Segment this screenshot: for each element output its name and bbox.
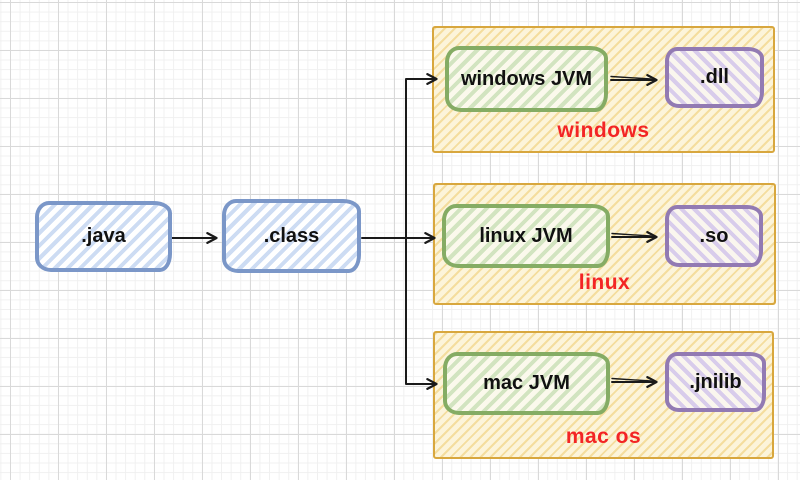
node-dll-label: .dll [700,66,729,88]
node-linux-jvm-label: linux JVM [479,224,573,247]
node-mac-jvm: mac JVM [443,352,610,415]
node-dll-file: .dll [665,47,764,108]
group-label-mac-os: mac os [565,425,642,448]
node-class-label: .class [263,224,320,247]
node-mac-jvm-label: mac JVM [483,372,570,394]
node-so-file: .so [665,205,763,267]
node-linux-jvm: linux JVM [442,204,610,268]
node-java-file: .java [35,201,172,272]
node-so-label: .so [699,224,729,247]
group-label-windows: windows [557,119,650,142]
group-label-linux: linux [578,271,631,294]
node-windows-jvm-label: windows JVM [460,67,593,90]
node-jnilib-file: .jnilib [665,352,766,412]
edge-class-to-mac-jvm [405,237,438,390]
node-java-label: .java [81,225,126,247]
node-windows-jvm: windows JVM [445,46,608,112]
node-jnilib-label: .jnilib [689,370,742,393]
node-class-file: .class [222,199,361,273]
